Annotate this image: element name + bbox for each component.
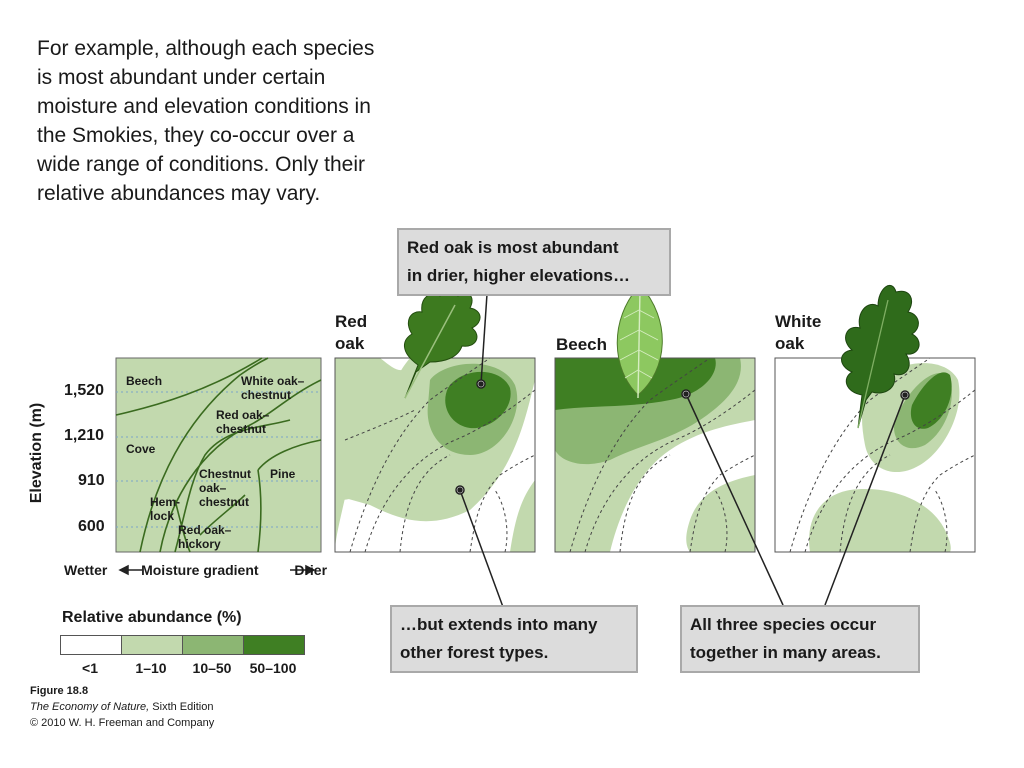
book-edition: Sixth Edition: [149, 701, 214, 713]
callout-other-forest-types: …but extends into many other forest type…: [390, 605, 638, 673]
legend-swatches: [60, 635, 305, 655]
callout-red-oak-drier: Red oak is most abundant in drier, highe…: [397, 228, 671, 296]
figure-number: Figure 18.8: [30, 685, 89, 697]
moisture-drier-label: Drier: [294, 562, 328, 578]
ytick-label: 600: [78, 518, 105, 535]
legend-label: 50–100: [249, 660, 297, 676]
white-oak-panel-label: White oak: [775, 312, 822, 353]
legend-swatch: [183, 636, 244, 654]
ytick-label: 1,210: [64, 427, 105, 444]
intro-line: is most abundant under certain: [37, 66, 326, 89]
legend-title: Relative abundance (%): [62, 609, 242, 626]
intro-text: For example, although each species is mo…: [37, 34, 457, 208]
elevation-axis: Elevation (m): [20, 380, 50, 530]
beech-panel: [554, 357, 756, 553]
white-oak-leaf-icon: [841, 285, 920, 429]
moisture-gradient-axis: Wetter Moisture gradient Drier: [64, 562, 327, 578]
intro-line: relative abundances may vary.: [37, 182, 321, 205]
map-label-red-oak-hickory: Red oak– hickory: [178, 523, 232, 551]
map-label-pine: Pine: [270, 467, 296, 481]
intro-line: For example, although each species: [37, 37, 375, 60]
book-credit: The Economy of Nature, Sixth Edition: [30, 701, 213, 714]
abundance-region-50-100: [445, 371, 511, 429]
map-label-hemlock: Hem- lock: [150, 495, 181, 523]
moisture-gradient-label: Moisture gradient: [141, 562, 259, 578]
legend-label: 1–10: [135, 660, 167, 676]
map-label-red-oak-chestnut: Red oak– chestnut: [216, 408, 270, 436]
pointer-lines: [455, 293, 910, 608]
moisture-wetter-label: Wetter: [64, 562, 108, 578]
forest-type-map: [115, 357, 322, 553]
abundance-region-50-100: [910, 372, 952, 429]
copyright: © 2010 W. H. Freeman and Company: [30, 717, 215, 729]
ytick-label: 910: [78, 472, 105, 489]
intro-line: moisture and elevation conditions in: [37, 95, 371, 118]
legend-label: 10–50: [192, 660, 232, 676]
legend-swatch: [244, 636, 304, 654]
map-label-cove: Cove: [126, 442, 156, 456]
elevation-axis-label: Elevation (m): [28, 402, 45, 504]
intro-line: the Smokies, they co-occur over a: [37, 124, 355, 147]
legend-label: <1: [82, 660, 98, 676]
legend-swatch: [61, 636, 122, 654]
map-label-white-oak-chestnut: White oak– chestnut: [241, 374, 305, 402]
red-oak-panel: [334, 357, 536, 553]
map-label-chestnut-oak-chestnut: Chestnut oak– chestnut: [199, 467, 251, 509]
book-title: The Economy of Nature,: [30, 701, 150, 713]
beech-panel-label: Beech: [556, 335, 608, 354]
red-oak-panel-label: Red oak: [335, 312, 368, 353]
intro-line: wide range of conditions. Only their: [37, 153, 366, 176]
map-label-beech: Beech: [126, 374, 163, 388]
moisture-arrows: [118, 564, 316, 576]
ytick-label: 1,520: [64, 382, 105, 399]
callout-co-occur: All three species occur together in many…: [680, 605, 920, 673]
abundance-region-1-10: [809, 489, 951, 552]
legend-swatch: [122, 636, 183, 654]
